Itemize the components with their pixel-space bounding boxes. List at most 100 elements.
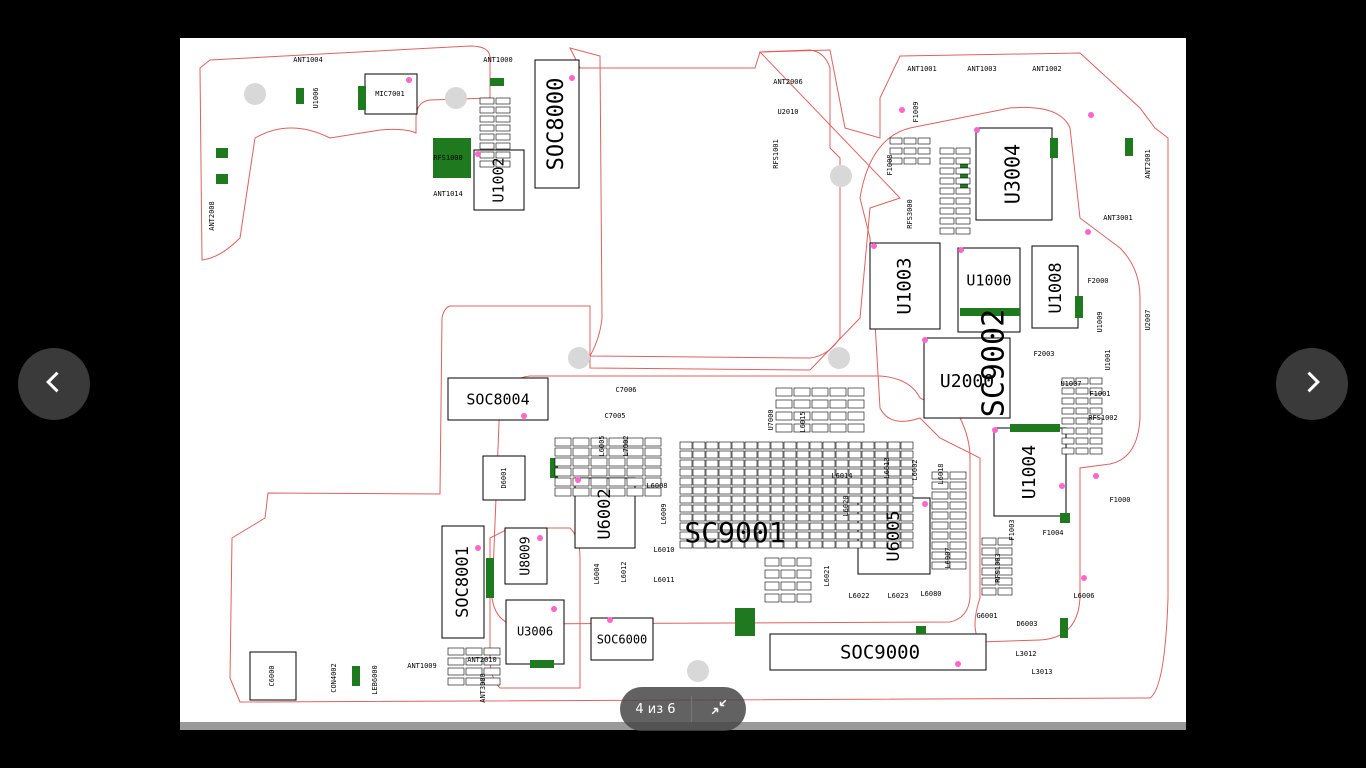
component-label: L6012 [620,561,628,582]
component-label: ANT2008 [208,201,216,231]
component-label: ANT3000 [479,673,487,703]
pad-rfs1000 [433,138,471,178]
component-label: ANT2010 [467,656,497,664]
board-label: U8009 [519,536,534,575]
component-label: L6004 [593,563,601,584]
component-label: L6007 [944,547,952,568]
board-label: SOC8000 [544,78,569,171]
chip-soc8000 [534,59,580,189]
previous-page-button[interactable] [18,348,90,420]
component-label: L6022 [848,592,869,600]
next-page-button[interactable] [1276,348,1348,420]
board-label: U1003 [894,257,916,314]
board-label: U1000 [966,272,1011,290]
component-label: F1003 [1008,519,1016,540]
component-label: F1009 [912,101,920,122]
component-label: L6013 [883,457,891,478]
page-indicator: 4 из 6 [635,701,676,717]
chip-u1004 [993,427,1067,517]
board-label: U3006 [517,625,553,639]
component-label: L7002 [622,435,630,456]
component-label: LEB6000 [371,665,379,695]
component-label: F2000 [1087,277,1108,285]
component-label: ANT1014 [433,190,463,198]
board-label: U6005 [884,510,904,561]
component-label: U1006 [312,87,320,108]
shield-can-right [859,106,1141,643]
chip-u1008 [1031,245,1079,329]
component-label: ANT2006 [773,78,803,86]
component-label: U1001 [1104,349,1112,370]
page-indicator-bar: 4 из 6 [620,687,746,731]
collapse-button[interactable] [692,687,746,731]
chip-u1002 [473,149,525,211]
component-label: C7006 [615,386,636,394]
chip-soc8001 [441,525,485,639]
chip-u2000 [923,337,1011,419]
component-label: RFS1002 [1088,414,1118,422]
board-label: SOC9000 [840,642,920,664]
chip-u1000 [957,247,1021,333]
component-label: F1008 [886,154,894,175]
component-label: ANT1001 [907,65,937,73]
chip-soc6000 [590,617,654,661]
component-label: U7000 [767,409,775,430]
component-label: RFS1003 [994,553,1002,583]
component-label: RFS3000 [906,199,914,229]
component-label: RFS1000 [433,154,463,162]
component-label: L6015 [799,411,807,432]
component-label: U1007 [1060,380,1081,388]
component-label: L6020 [842,495,850,516]
board-outline-left [199,45,491,261]
component-label: D6001 [500,467,508,488]
board-label: SC9001 [684,516,785,549]
chip-u1003 [869,242,941,330]
component-label: L6010 [653,546,674,554]
component-label: G6001 [976,612,997,620]
component-label: F1000 [1109,496,1130,504]
component-label: L6008 [646,482,667,490]
component-label: L6021 [823,565,831,586]
board-label: U6002 [595,488,615,539]
board-label: U1004 [1019,445,1040,499]
component-label: L6014 [831,472,852,480]
component-label: F1001 [1089,390,1110,398]
component-label: L6005 [598,435,606,456]
component-label: ANT1003 [967,65,997,73]
component-label: F1004 [1042,529,1063,537]
component-label: L3012 [1015,650,1036,658]
component-label: ANT2001 [1144,149,1152,179]
component-label: U2007 [1144,309,1152,330]
chip-soc8004 [447,377,549,421]
chevron-right-icon [1298,368,1326,400]
board-label: SOC8001 [453,546,473,618]
component-label: ANT3001 [1103,214,1133,222]
component-label: L6011 [653,576,674,584]
component-label: RFS1001 [772,139,780,169]
collapse-icon [710,698,728,720]
component-label: ANT1002 [1032,65,1062,73]
component-label: U2010 [777,108,798,116]
component-label: L6023 [887,592,908,600]
component-label: ANT1000 [483,56,513,64]
chip-leb6000 [482,455,526,501]
board-label: SOC8004 [466,391,529,409]
component-label: CON4002 [330,663,338,693]
component-label: L6006 [1073,592,1094,600]
board-label: SOC6000 [597,633,648,647]
component-label: U1009 [1096,311,1104,332]
component-label: L6080 [920,590,941,598]
component-label: F2003 [1033,350,1054,358]
chip-con4002 [249,651,297,701]
board-outline-main [569,47,841,359]
component-label: ANT1009 [407,662,437,670]
component-label: L3013 [1031,668,1052,676]
component-label: ANT1004 [293,56,323,64]
board-label: U1002 [490,157,508,202]
pager-divider [691,696,692,722]
component-label: D6003 [1016,620,1037,628]
component-label: MIC7001 [375,90,405,98]
